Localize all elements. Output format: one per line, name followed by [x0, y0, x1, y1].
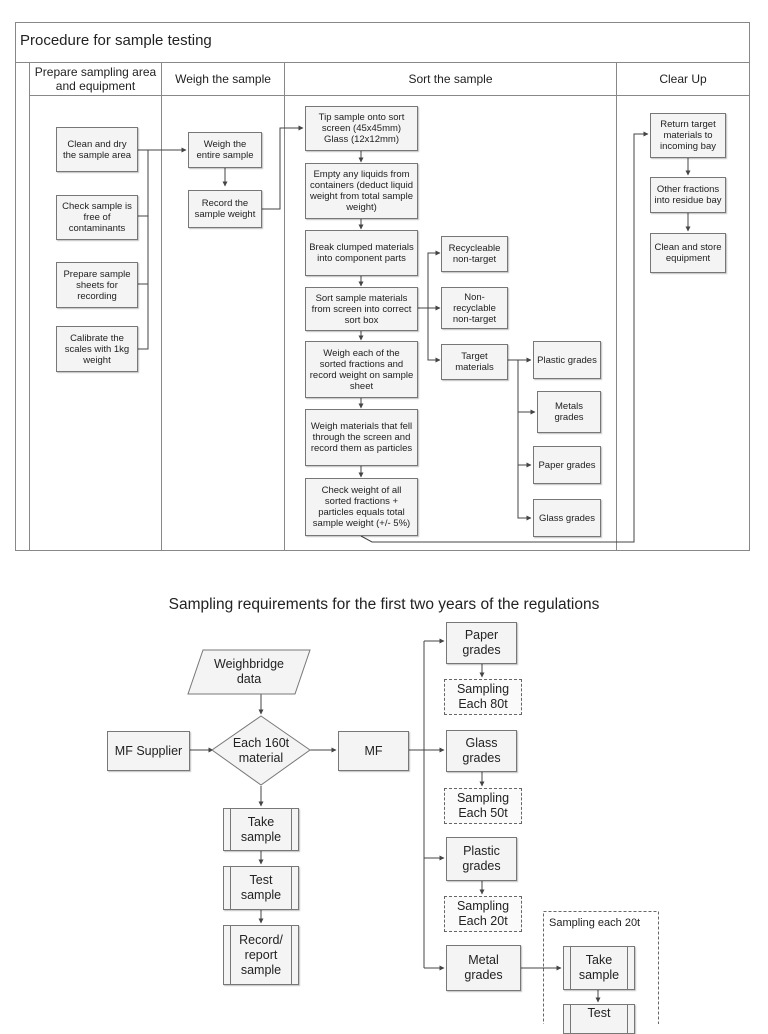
metal-take-sample-box: Take sample — [563, 946, 635, 990]
lane-header-prepare: Prepare sampling area and equipment — [34, 65, 157, 93]
step-record-weight: Record the sample weight — [188, 190, 262, 228]
mf-box: MF — [338, 731, 409, 771]
step-weigh-fractions: Weigh each of the sorted fractions and r… — [305, 341, 418, 398]
step-break-clumps: Break clumped materials into component p… — [305, 230, 418, 276]
step-check-total: Check weight of all sorted fractions + p… — [305, 478, 418, 536]
box-non-recyclable-non-target: Non- recyclable non-target — [441, 287, 508, 329]
step-sort-materials: Sort sample materials from screen into c… — [305, 287, 418, 331]
step-empty-liquids: Empty any liquids from containers (deduc… — [305, 163, 418, 219]
plastic-grades-box: Plastic grades — [446, 837, 517, 881]
grade-plastic: Plastic grades — [533, 341, 601, 379]
step-clean-area: Clean and dry the sample area — [56, 127, 138, 172]
box-target-materials: Target materials — [441, 344, 508, 380]
step-return-target: Return target materials to incoming bay — [650, 113, 726, 158]
lane-header-weigh: Weigh the sample — [175, 72, 271, 86]
procedure-title: Procedure for sample testing — [20, 32, 212, 49]
decision-each-160t-label: Each 160t material — [232, 735, 290, 765]
step-prepare-sheets: Prepare sample sheets for recording — [56, 262, 138, 308]
record-report-sample-box: Record/ report sample — [223, 925, 299, 985]
requirements-title: Sampling requirements for the first two … — [168, 596, 600, 613]
step-weigh-entire: Weigh the entire sample — [188, 132, 262, 168]
sampling-plastic-box: Sampling Each 20t — [444, 896, 522, 932]
sampling-paper-box: Sampling Each 80t — [444, 679, 522, 715]
mf-supplier-box: MF Supplier — [107, 731, 190, 771]
procedure-connectors — [138, 125, 691, 543]
step-tip-sample: Tip sample onto sort screen (45x45mm) Gl… — [305, 106, 418, 151]
weighbridge-data-shape — [187, 649, 311, 695]
step-other-fractions: Other fractions into residue bay — [650, 177, 726, 213]
step-calibrate-scales: Calibrate the scales with 1kg weight — [56, 326, 138, 372]
paper-grades-box: Paper grades — [446, 622, 517, 664]
metal-sampling-group-label: Sampling each 20t — [549, 917, 641, 929]
grade-paper: Paper grades — [533, 446, 601, 484]
decision-diamond-shape — [211, 715, 311, 786]
grade-glass: Glass grades — [533, 499, 601, 537]
take-sample-box: Take sample — [223, 808, 299, 851]
grade-metals: Metals grades — [537, 391, 601, 433]
box-recyclable-non-target: Recycleable non-target — [441, 236, 508, 272]
lane-header-sort: Sort the sample — [408, 72, 493, 86]
sampling-glass-box: Sampling Each 50t — [444, 788, 522, 824]
test-sample-box: Test sample — [223, 866, 299, 910]
requirements-connectors — [190, 638, 659, 1024]
metal-test-box: Test — [563, 1004, 635, 1034]
glass-grades-box: Glass grades — [446, 730, 517, 772]
metal-grades-box: Metal grades — [446, 945, 521, 991]
lane-header-clear: Clear Up — [659, 72, 707, 86]
swimlane-frame — [15, 22, 750, 551]
weighbridge-data-label: Weighbridge data — [214, 657, 284, 686]
step-weigh-particles: Weigh materials that fell through the sc… — [305, 409, 418, 466]
step-check-contaminants: Check sample is free of contaminants — [56, 195, 138, 240]
step-clean-store: Clean and store equipment — [650, 233, 726, 273]
